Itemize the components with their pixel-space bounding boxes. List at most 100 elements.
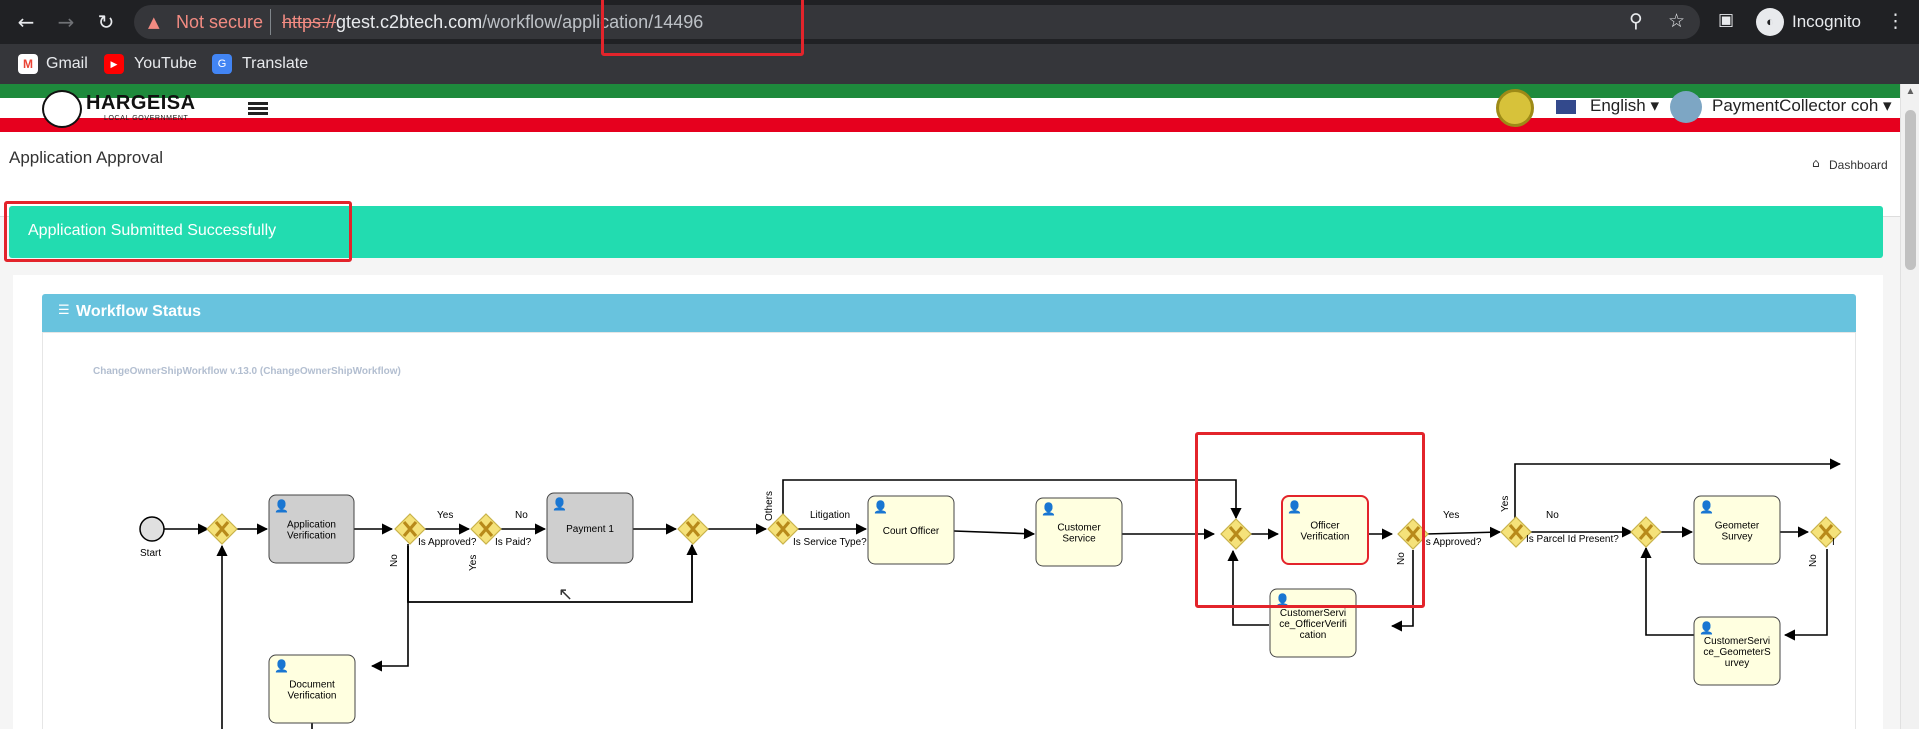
user-name: PaymentCollector coh <box>1712 96 1879 115</box>
language-dropdown[interactable]: English ▾ <box>1590 96 1660 115</box>
uk-flag-icon <box>1556 100 1576 114</box>
bookmark-star-icon[interactable]: ☆ <box>1668 10 1686 32</box>
logo-text: HARGEISA <box>86 92 196 114</box>
logo-emblem-icon <box>42 90 82 128</box>
task-label: Court Officer <box>883 526 940 537</box>
alert-message: Application Submitted Successfully <box>28 222 277 239</box>
gateway-8[interactable] <box>1500 516 1532 548</box>
workflow-name: ChangeOwnerShipWorkflow v.13.0 (ChangeOw… <box>93 366 401 377</box>
bookmark-youtube[interactable]: YouTube <box>134 55 197 72</box>
bookmark-gmail[interactable]: Gmail <box>46 55 88 72</box>
warning-icon[interactable]: ▲ <box>148 13 160 31</box>
user-task-icon: 👤 <box>1287 500 1302 514</box>
home-icon[interactable]: ⌂ <box>1812 156 1820 170</box>
security-label[interactable]: Not secure <box>176 12 264 32</box>
breadcrumb-dashboard[interactable]: Dashboard <box>1829 158 1888 172</box>
user-dropdown[interactable]: PaymentCollector coh ▾ <box>1712 96 1892 115</box>
mouse-cursor-icon: ↖ <box>558 584 574 604</box>
scroll-thumb[interactable] <box>1905 110 1916 270</box>
bookmarks-bar: M Gmail ▶ YouTube G Translate <box>0 44 1919 84</box>
task-label: Document <box>289 680 335 691</box>
task-label: Application <box>287 520 336 531</box>
gateway-1[interactable] <box>206 513 238 545</box>
label-no-v3: No <box>1808 554 1819 567</box>
gateway-9[interactable] <box>1630 516 1662 548</box>
omnibox-divider <box>270 9 271 35</box>
gateway-10[interactable] <box>1810 516 1842 548</box>
zoom-icon[interactable]: ⚲ <box>1629 10 1643 32</box>
bookmark-translate[interactable]: Translate <box>242 55 309 72</box>
logo-subtext: LOCAL GOVERNMENT <box>104 115 189 122</box>
gateways <box>206 513 1842 550</box>
start-event[interactable] <box>139 516 165 542</box>
task-label: Verification <box>288 691 337 702</box>
task-label: CustomerServi <box>1280 608 1346 619</box>
user-task-icon: 👤 <box>552 497 567 511</box>
profile-label[interactable]: Incognito <box>1792 12 1861 31</box>
gateway-5[interactable] <box>767 513 799 545</box>
menu-dots-icon[interactable]: ⋮ <box>1886 10 1905 32</box>
user-task-icon: 👤 <box>1699 500 1714 514</box>
user-avatar[interactable] <box>1670 91 1702 123</box>
user-task-icon: 👤 <box>274 499 289 513</box>
label-no-2: No <box>1546 510 1559 521</box>
address-bar[interactable] <box>134 5 1700 39</box>
diagram-edges <box>164 458 1842 729</box>
hamburger-menu-icon[interactable] <box>248 102 268 116</box>
edge-labels: Yes Is Approved? No Is Paid? Is Service … <box>389 491 1835 571</box>
task-label: Officer <box>1310 521 1340 532</box>
task-label: Verification <box>287 531 336 542</box>
task-label: Verification <box>1301 532 1350 543</box>
translate-icon: G <box>212 54 232 74</box>
task-court-officer[interactable]: 👤Court Officer <box>867 495 955 565</box>
forward-icon[interactable]: → <box>57 10 75 34</box>
task-payment1[interactable]: 👤Payment 1 <box>546 492 634 564</box>
panel-header <box>42 294 1856 332</box>
user-task-icon: 👤 <box>1699 621 1714 635</box>
side-panel-icon[interactable]: ▣ <box>1718 10 1735 30</box>
page-title: Application Approval <box>9 148 164 167</box>
scroll-up-icon[interactable]: ▲ <box>1905 86 1916 97</box>
label-is-paid: Is Paid? <box>495 537 532 548</box>
gateway-4[interactable] <box>677 513 709 545</box>
seal-icon <box>1496 89 1534 127</box>
gateway-6[interactable] <box>1220 518 1252 550</box>
incognito-icon[interactable]: ◐ <box>1756 8 1784 36</box>
url-text[interactable]: https://gtest.c2btech.com/workflow/appli… <box>282 12 703 33</box>
panel-title: Workflow Status <box>76 303 202 320</box>
gateway-3[interactable] <box>470 513 502 545</box>
language-label: English <box>1590 96 1646 115</box>
start-label: Start <box>140 548 161 559</box>
hargeisa-logo[interactable]: HARGEISA LOCAL GOVERNMENT <box>42 90 195 128</box>
url-host: gtest.c2btech.com <box>336 12 483 32</box>
task-label: Geometer <box>1715 521 1760 532</box>
user-task-icon: 👤 <box>1275 593 1290 607</box>
user-task-icon: 👤 <box>1041 502 1056 516</box>
highlight-alert <box>4 201 352 262</box>
success-alert <box>9 206 1883 258</box>
label-is-service-type: Is Service Type? <box>793 537 867 548</box>
back-icon[interactable]: ← <box>17 10 35 34</box>
browser-toolbar: ← → ↻ ▲ Not secure https://gtest.c2btech… <box>0 0 1919 44</box>
task-label: CustomerServi <box>1704 636 1770 647</box>
gateway-2[interactable] <box>394 513 426 545</box>
gmail-icon: M <box>18 54 38 74</box>
task-label: ce_GeometerS <box>1703 647 1771 658</box>
url-scheme: https:// <box>282 12 337 32</box>
label-no-v2: No <box>1396 552 1407 565</box>
reload-icon[interactable]: ↻ <box>97 10 115 34</box>
label-truncated: I <box>1832 537 1835 548</box>
task-label: Service <box>1062 534 1096 545</box>
page-scrollbar[interactable]: ▲ <box>1900 84 1919 729</box>
label-is-parcel: Is Parcel Id Present? <box>1526 534 1619 545</box>
label-yes-v1: Yes <box>468 555 479 571</box>
list-icon: ☰ <box>58 303 70 318</box>
